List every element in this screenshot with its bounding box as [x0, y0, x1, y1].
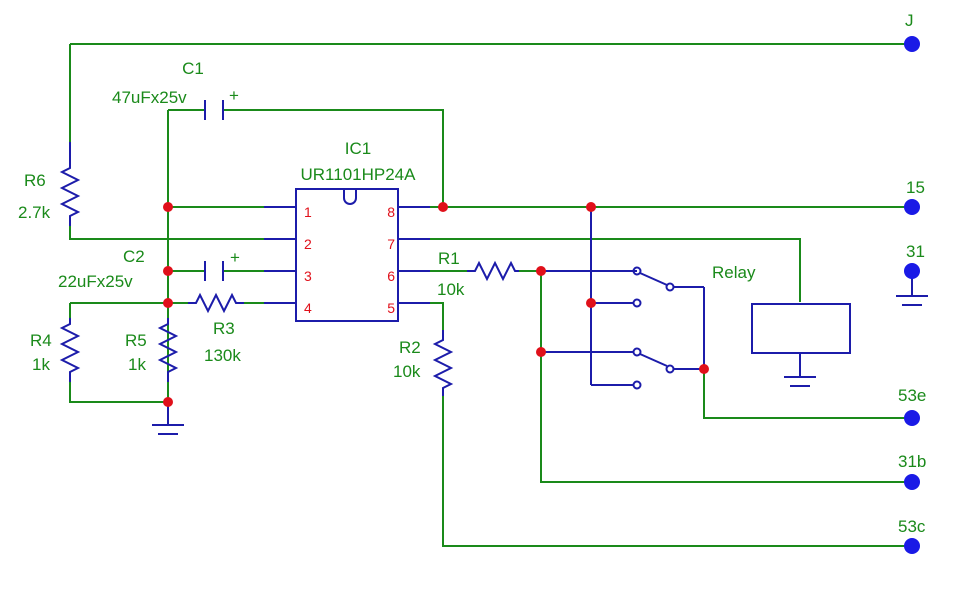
terminal-31b-label: 31b: [898, 452, 926, 471]
terminal-j: [904, 36, 920, 52]
wire-53c: [442, 396, 910, 547]
junction-dot: [586, 202, 596, 212]
relay-label: Relay: [712, 263, 756, 282]
relay: Relay: [541, 207, 851, 390]
switch1-no: [632, 298, 642, 308]
ic1-notch: [343, 189, 357, 205]
c2: C2 22uFx25v +: [58, 247, 240, 291]
r5-ref: R5: [125, 331, 147, 350]
ic1-pin-4: 4: [304, 300, 312, 316]
r1-value: 10k: [437, 280, 465, 299]
r6-ref: R6: [24, 171, 46, 190]
r6-body: [59, 142, 81, 226]
wire-31b: [540, 271, 910, 483]
terminal-31b: [904, 474, 920, 490]
switch1-common: [632, 266, 642, 276]
terminal-15-label: 15: [906, 178, 925, 197]
r2-body: [432, 330, 454, 396]
r4-body: [59, 318, 81, 382]
c2-polarity: +: [230, 248, 240, 267]
wire-r6-pin2: [69, 226, 296, 240]
wire-53e: [703, 369, 910, 419]
r6-value: 2.7k: [18, 203, 51, 222]
r1-body: [467, 260, 519, 282]
ic1-pin-8: 8: [387, 204, 395, 220]
wire-r4-bottom: [69, 382, 168, 403]
wire-pin7-relay: [398, 238, 801, 302]
terminal-15: [904, 199, 920, 215]
c1: C1 47uFx25v +: [112, 59, 239, 120]
terminal-53c-label: 53c: [898, 517, 926, 536]
r2: R2 10k: [393, 330, 454, 396]
r3-ref: R3: [213, 319, 235, 338]
junction-dot: [163, 202, 173, 212]
ic1-pin-7: 7: [387, 236, 395, 252]
r6: R6 2.7k: [18, 142, 81, 226]
junction-dot: [536, 347, 546, 357]
relay-coil: [751, 303, 851, 354]
c2-value: 22uFx25v: [58, 272, 133, 291]
c1-value: 47uFx25v: [112, 88, 187, 107]
ic1-ref: IC1: [345, 139, 371, 158]
terminal-53e-label: 53e: [898, 386, 926, 405]
r1-ref: R1: [438, 249, 460, 268]
switch1-nc: [665, 282, 675, 292]
junctions: [163, 202, 709, 407]
ground-left: [152, 403, 184, 435]
junction-dot: [163, 266, 173, 276]
junction-dot: [163, 397, 173, 407]
r3-value: 130k: [204, 346, 241, 365]
terminals: J 15 31 53e 31b 53c: [898, 11, 926, 554]
ic1-part: UR1101HP24A: [301, 165, 417, 184]
wires: [69, 43, 910, 547]
r1: R1 10k: [437, 249, 519, 299]
junction-dot: [586, 298, 596, 308]
c1-polarity: +: [229, 86, 239, 105]
ic1-pin-5: 5: [387, 300, 395, 316]
r3: R3 130k: [188, 292, 244, 365]
r4: R4 1k: [30, 318, 81, 382]
junction-dot: [438, 202, 448, 212]
c1-ref: C1: [182, 59, 204, 78]
junction-dot: [163, 298, 173, 308]
terminal-53e: [904, 410, 920, 426]
switch2-nc: [665, 364, 675, 374]
terminal-j-label: J: [905, 11, 914, 30]
ic1-pin-1: 1: [304, 204, 312, 220]
ic1-body: [295, 188, 399, 322]
r4-ref: R4: [30, 331, 52, 350]
r5-value: 1k: [128, 355, 146, 374]
ic1-pin-6: 6: [387, 268, 395, 284]
terminal-53c: [904, 538, 920, 554]
switch2-arm: [639, 353, 668, 367]
junction-dot: [536, 266, 546, 276]
terminal-31-label: 31: [906, 242, 925, 261]
ic1-pin-2: 2: [304, 236, 312, 252]
r5-body: [157, 318, 179, 382]
wire-c1-right: [223, 109, 444, 207]
r2-value: 10k: [393, 362, 421, 381]
switch2-no: [632, 380, 642, 390]
terminal-31: [904, 263, 920, 279]
c2-ref: C2: [123, 247, 145, 266]
wire-pin5-r2: [398, 302, 444, 330]
r5: R5 1k: [125, 318, 179, 382]
switch2-common: [632, 347, 642, 357]
junction-dot: [699, 364, 709, 374]
r3-body: [188, 292, 244, 314]
switch1-arm: [639, 272, 668, 286]
ic1: 1 2 3 4 5 6 7 8 IC1 UR1101HP24A: [264, 139, 430, 322]
ic1-pin-3: 3: [304, 268, 312, 284]
r2-ref: R2: [399, 338, 421, 357]
r4-value: 1k: [32, 355, 50, 374]
